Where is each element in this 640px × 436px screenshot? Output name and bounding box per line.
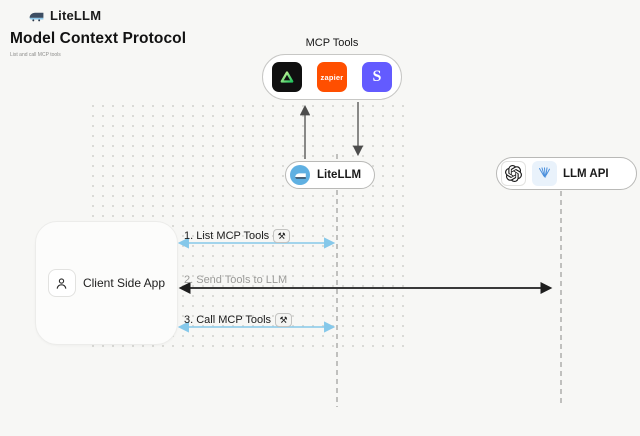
zapier-logo-text: zapier	[320, 72, 344, 82]
tools-badge-icon: ⚒	[275, 313, 293, 327]
client-side-app-label: Client Side App	[82, 276, 166, 290]
mcp-tools-label: MCP Tools	[305, 37, 359, 49]
litellm-node-label: LiteLLM	[317, 169, 362, 181]
openai-logo-icon	[501, 161, 526, 186]
stripe-logo-text: S	[372, 68, 382, 85]
brand-name: LiteLLM	[50, 8, 102, 23]
tools-badge-icon: ⚒	[273, 229, 291, 243]
llm-provider-icon	[532, 161, 557, 186]
litellm-circle-icon	[290, 165, 310, 185]
llm-api-node-label: LLM API	[563, 167, 609, 180]
litellm-node: LiteLLM	[285, 161, 375, 189]
zapier-logo: zapier	[317, 62, 347, 92]
stripe-logo: S	[362, 62, 392, 92]
person-icon	[47, 269, 76, 297]
message-3-label: 3. Call MCP Tools ⚒	[184, 313, 293, 327]
composio-triangle-icon	[272, 62, 302, 92]
page-subtitle: List and call MCP tools	[10, 52, 61, 58]
litellm-train-icon	[29, 12, 44, 22]
message-1-label: 1. List MCP Tools ⚒	[184, 229, 291, 243]
page-title: Model Context Protocol	[10, 30, 187, 47]
brand-header: LiteLLM	[28, 7, 101, 24]
llm-api-node: LLM API	[496, 157, 637, 190]
client-side-app-node: Client Side App	[35, 221, 178, 345]
message-2-label: 2. Send Tools to LLM	[184, 274, 288, 286]
mcp-tools-box: zapier S	[262, 54, 402, 100]
